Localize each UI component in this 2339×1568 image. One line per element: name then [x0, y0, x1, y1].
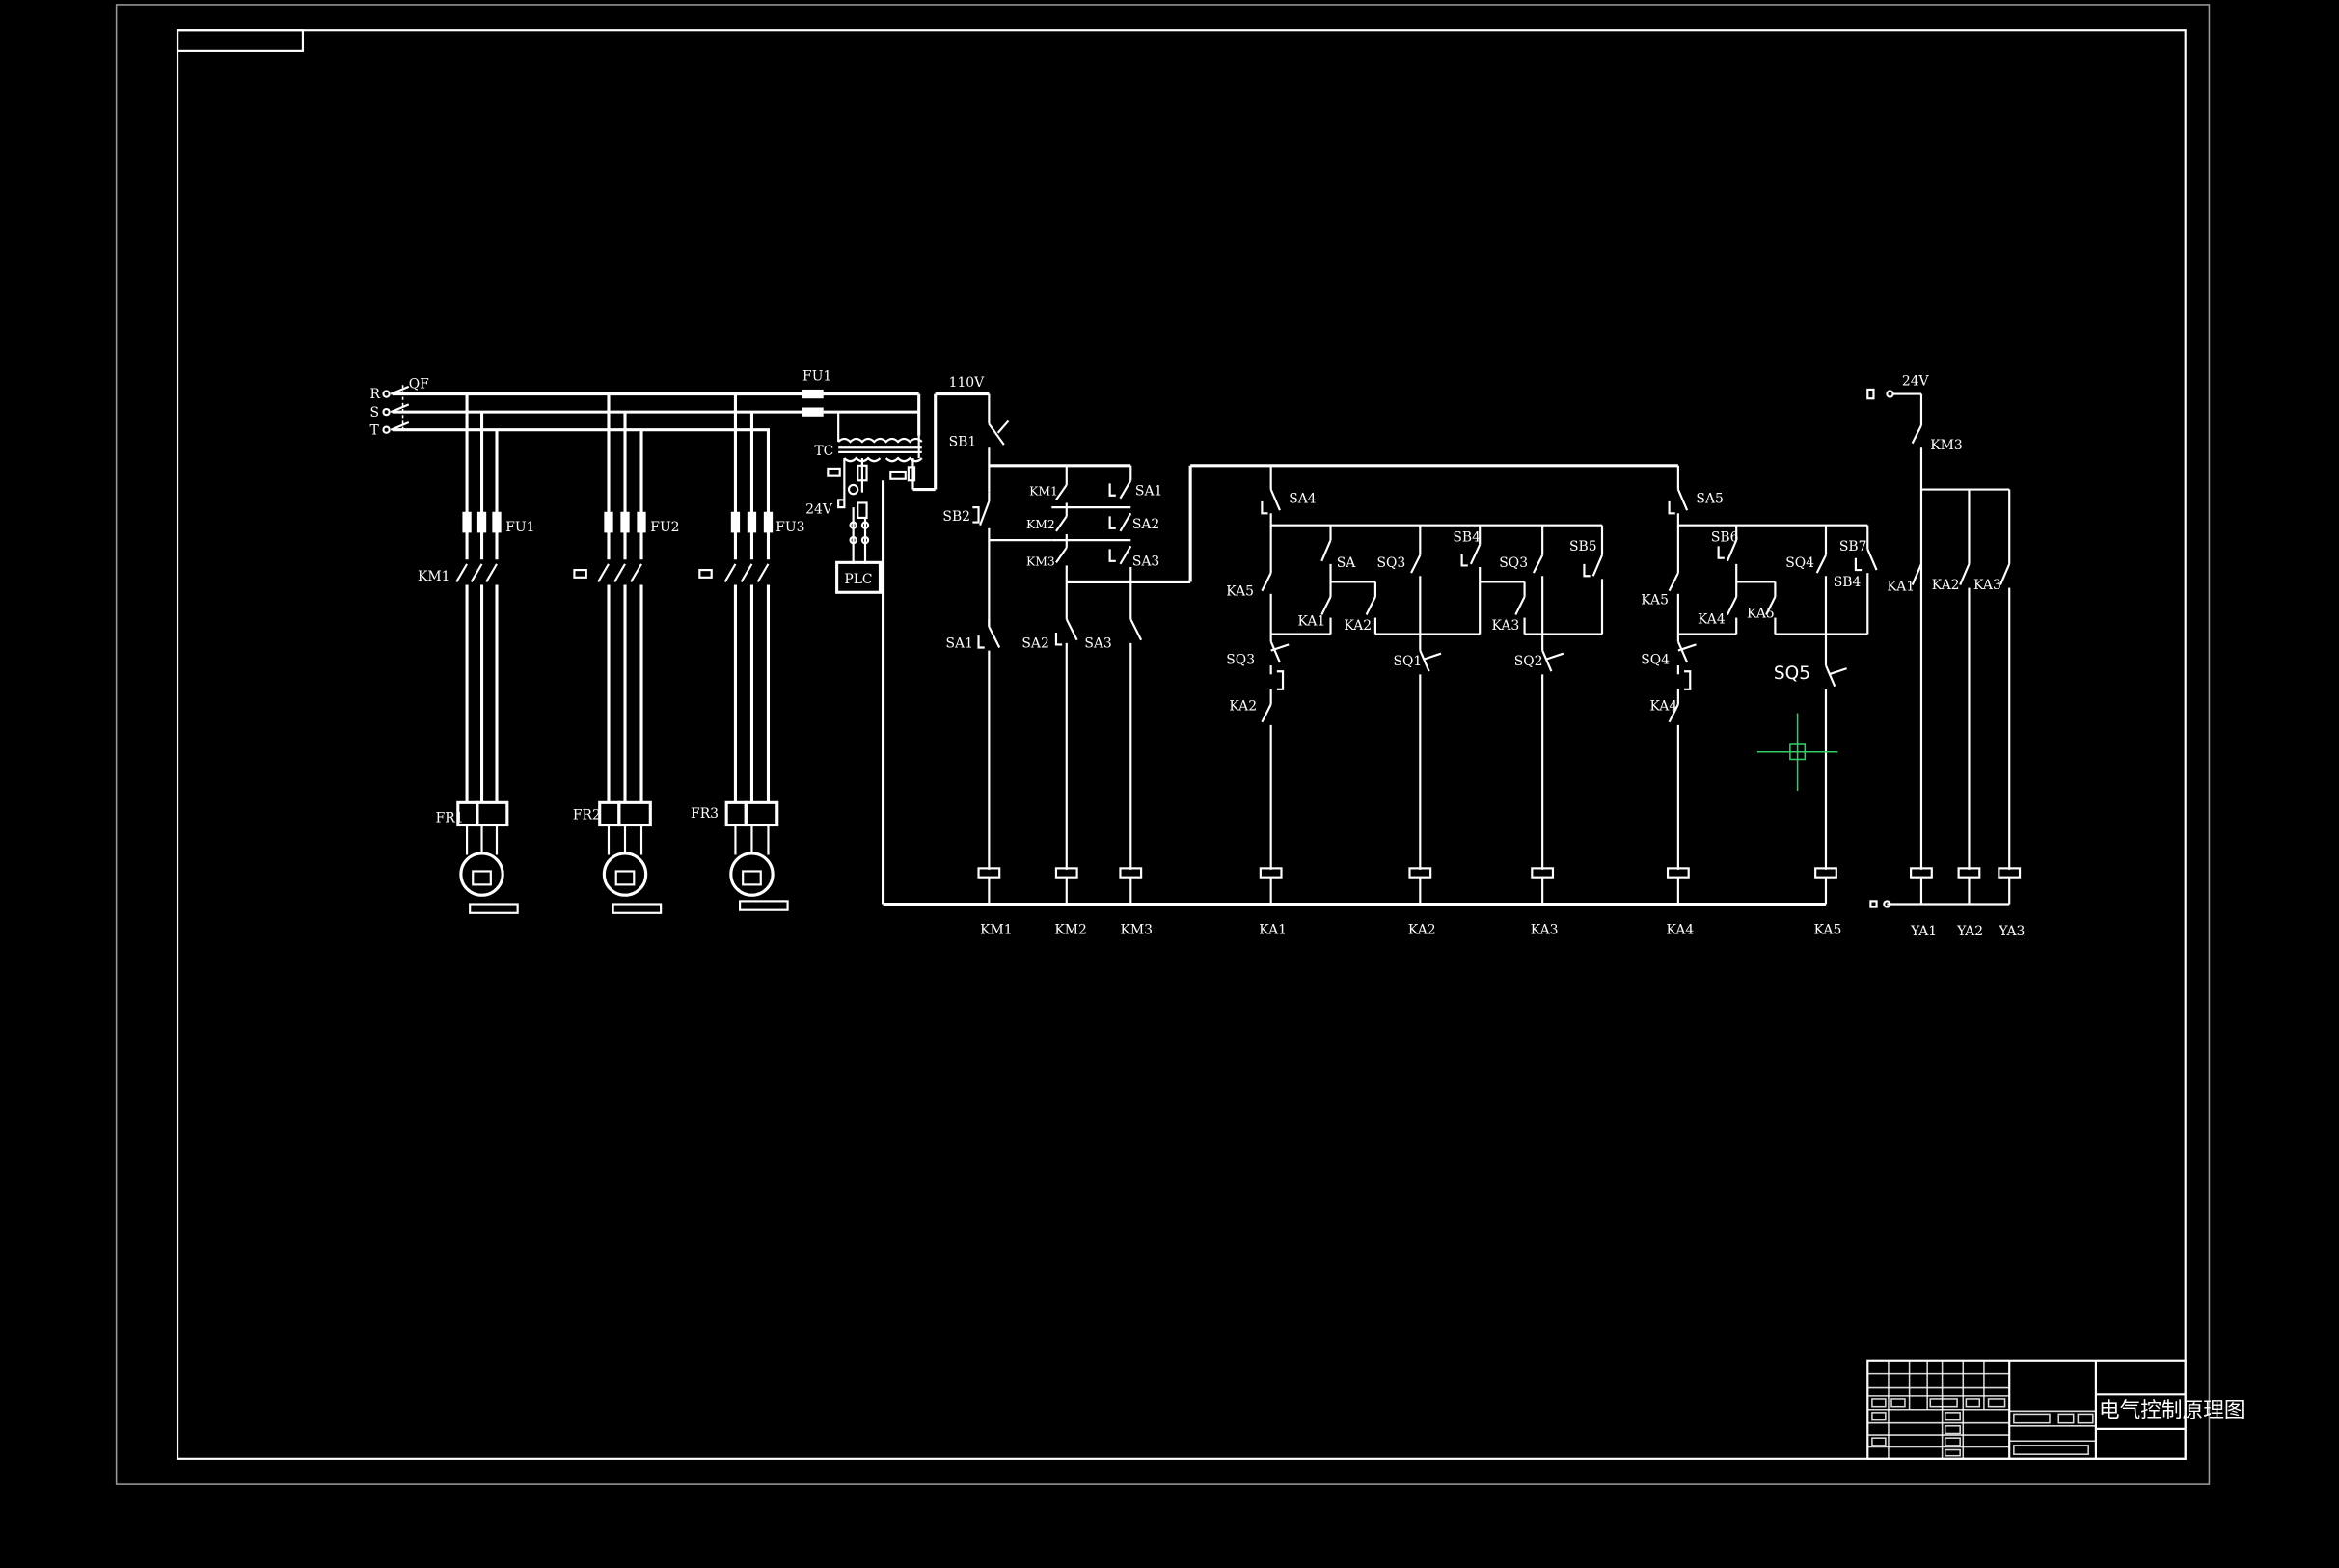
plc-box: [835, 560, 883, 594]
label-fr3: FR3: [691, 806, 719, 822]
label-ka1-right: KA1: [1887, 580, 1915, 595]
phase-label-t: T: [370, 422, 380, 438]
component-labels: R S T QF FU1 FU1 FU2 FU3 KM1 TC 24V PLC …: [370, 369, 2001, 826]
label-sb2: SB2: [942, 509, 970, 525]
fuse-fu1-a: [802, 389, 824, 399]
label-sq2: SQ2: [1514, 654, 1543, 669]
label-sb4-b: SB4: [1834, 575, 1862, 590]
phase-label-s: S: [370, 405, 380, 420]
label-km1-contact: KM1: [1029, 485, 1058, 499]
label-sa: SA: [1337, 555, 1357, 571]
coil-labels: KM1 KM2 KM3 KA1 KA2 KA3 KA4 KA5 YA1 YA2 …: [980, 922, 2025, 939]
label-ka2-b: KA2: [1229, 698, 1257, 714]
label-sq4-a: SQ4: [1785, 555, 1814, 571]
label-sa3-holding: SA3: [1132, 554, 1159, 569]
label-qf: QF: [409, 376, 429, 392]
label-km2-contact: KM2: [1026, 518, 1055, 531]
label-fu1: FU1: [505, 520, 534, 535]
label-ka5-c: KA5: [1747, 607, 1775, 622]
main-power-circuit: [382, 385, 923, 914]
valve-circuit-24v: [1866, 388, 2022, 908]
label-ka3-right: KA3: [1973, 578, 2001, 593]
coil-label: KM3: [1120, 922, 1152, 937]
label-sq4-b: SQ4: [1641, 653, 1670, 668]
label-sb6: SB6: [1711, 530, 1739, 546]
coil-label: KA1: [1259, 922, 1287, 937]
label-km1-main: KM1: [418, 569, 449, 584]
coil-label: YA3: [1998, 924, 2025, 939]
coil-label: KA5: [1814, 922, 1842, 937]
label-sq3-a: SQ3: [1376, 555, 1405, 571]
label-sb1: SB1: [949, 435, 977, 450]
drawing-frame: [115, 4, 2211, 1485]
label-km3-contact: KM3: [1026, 554, 1055, 568]
coil-label: KM2: [1054, 922, 1086, 937]
cad-crosshair-cursor: [1756, 713, 1838, 791]
label-sa1: SA1: [946, 635, 973, 651]
motor-branch-3: [698, 393, 789, 911]
transformer-tc: [823, 393, 923, 564]
label-ka1-a: KA1: [1298, 613, 1326, 629]
label-plc: PLC: [844, 572, 872, 587]
coil-label: KA4: [1667, 922, 1695, 937]
label-sa2-holding: SA2: [1132, 517, 1159, 532]
label-sb7: SB7: [1839, 539, 1867, 554]
motor-branch-1: [455, 393, 519, 914]
motor-branch-2: [573, 393, 663, 914]
coil-label: YA2: [1956, 924, 1983, 939]
coil-label: KA2: [1408, 922, 1436, 937]
title-block-title: 电气控制原理图: [2099, 1399, 2244, 1423]
qf-breaker: [382, 385, 410, 434]
label-ka5-b: KA5: [1641, 593, 1669, 608]
coil-label: YA1: [1910, 924, 1937, 939]
label-ka2-right: KA2: [1932, 578, 1960, 593]
label-ka4-b: KA4: [1649, 698, 1677, 714]
label-110v: 110V: [949, 375, 986, 391]
label-fu1-main: FU1: [802, 369, 831, 385]
label-fr2: FR2: [573, 807, 601, 823]
label-sb4-a: SB4: [1453, 530, 1481, 546]
label-fr1: FR1: [436, 810, 464, 825]
phase-label-r: R: [370, 387, 381, 402]
label-24v-left: 24V: [805, 501, 833, 517]
coil-boxes: [977, 867, 1837, 905]
label-sa1-holding: SA1: [1135, 484, 1162, 500]
coil-label: KA3: [1531, 922, 1559, 937]
label-km3-right: KM3: [1930, 438, 1962, 453]
label-ka2-a: KA2: [1344, 618, 1372, 634]
label-sb5: SB5: [1569, 539, 1597, 554]
label-ka3-a: KA3: [1492, 618, 1520, 634]
label-sa3: SA3: [1084, 635, 1111, 651]
label-sq3-b: SQ3: [1499, 555, 1528, 571]
label-tc: TC: [814, 444, 833, 459]
fuse-fu1-b: [802, 407, 824, 417]
title-block: 电气控制原理图: [1866, 1359, 2244, 1460]
control-circuit-110v: [882, 392, 1878, 906]
label-ka5-a: KA5: [1226, 583, 1254, 599]
label-sa4: SA4: [1289, 491, 1317, 506]
coil-label: KM1: [980, 922, 1012, 937]
label-ka4-a: KA4: [1698, 612, 1726, 628]
label-sa5: SA5: [1696, 491, 1723, 506]
label-24v-right: 24V: [1902, 373, 1930, 389]
label-sq1: SQ1: [1393, 654, 1422, 669]
label-sa2: SA2: [1021, 635, 1048, 651]
label-sq5: SQ5: [1774, 663, 1810, 684]
label-fu2: FU2: [650, 520, 679, 535]
label-fu3: FU3: [775, 520, 804, 535]
label-sq3-c: SQ3: [1226, 653, 1255, 668]
